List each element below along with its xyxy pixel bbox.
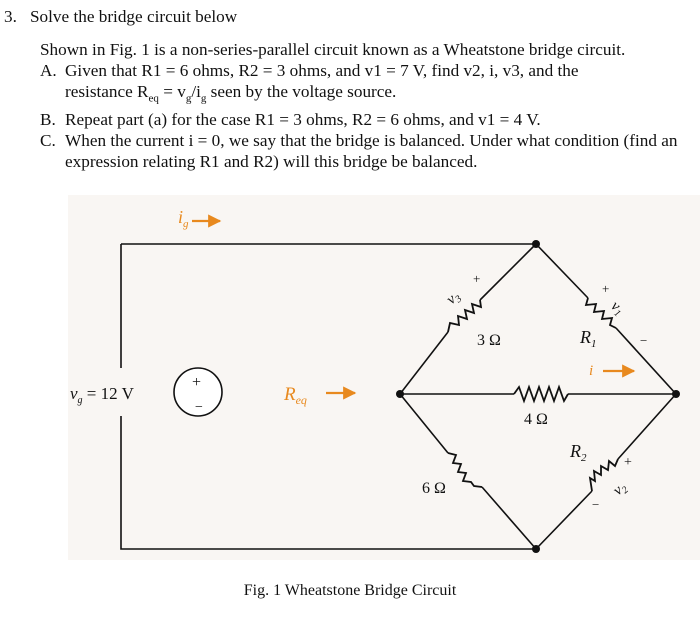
req-label: Req [283, 384, 307, 407]
part-a: A. Given that R1 = 6 ohms, R2 = 3 ohms, … [40, 60, 694, 109]
voltage-source [173, 367, 223, 417]
wire-br-a [617, 393, 677, 460]
v3-plus: + [473, 271, 480, 286]
part-a-sub-g: g [185, 92, 192, 105]
part-b-label: B. [40, 110, 56, 130]
resistors [447, 297, 619, 492]
wire-tr-a [535, 243, 589, 299]
r2-label: R2 [569, 441, 587, 464]
v2-minus: − [592, 497, 599, 512]
v1-plus: + [602, 281, 609, 296]
part-c-label: C. [40, 131, 56, 151]
v1-minus: − [640, 333, 647, 348]
part-c: C. When the current i = 0, we say that t… [40, 130, 694, 172]
part-a-sub-eq: eq [148, 92, 159, 105]
part-c-text: When the current i = 0, we say that the … [65, 131, 678, 172]
part-a-line2-mid2: /i [191, 82, 201, 101]
circuit-labels: ig vg = 12 V + − Req + v3 3 Ω + v1 − R1 … [70, 207, 647, 512]
figure-background [68, 195, 700, 560]
part-a-line2-prefix: resistance R [65, 82, 149, 101]
problem-statement: 3. Solve the bridge circuit below Shown i… [4, 6, 694, 172]
wheatstone-bridge-figure: ig vg = 12 V + − Req + v3 3 Ω + v1 − R1 … [68, 195, 700, 560]
resistor-6-ohm-label: 6 Ω [422, 480, 446, 497]
resistor-r1 [584, 297, 617, 329]
part-a-line2-mid: = v [158, 82, 186, 101]
part-b: B. Repeat part (a) for the case R1 = 3 o… [40, 109, 694, 130]
ig-label: ig [178, 207, 189, 230]
problem-number: 3. [4, 7, 17, 26]
problem-heading: 3. Solve the bridge circuit below [4, 6, 694, 27]
resistor-r2 [588, 458, 619, 492]
part-b-text: Repeat part (a) for the case R1 = 3 ohms… [65, 110, 541, 130]
problem-intro: Shown in Fig. 1 is a non-series-parallel… [40, 40, 626, 59]
node-left [396, 390, 404, 398]
wire-bl-a [399, 393, 449, 454]
wire-tl-b [399, 331, 449, 395]
r1-label: R1 [579, 327, 597, 350]
v2-plus: + [624, 455, 632, 470]
nodes [396, 240, 680, 553]
node-right [672, 390, 680, 398]
resistor-3-ohm-label: 3 Ω [477, 332, 501, 349]
wire-tr-b [615, 327, 677, 395]
part-a-line1: Given that R1 = 6 ohms, R2 = 3 ohms, and… [65, 61, 579, 80]
vg-label: vg = 12 V [70, 384, 135, 406]
current-arrows [192, 214, 636, 400]
wire-br-b [535, 490, 593, 550]
resistor-3-ohm [447, 299, 483, 333]
i-label: i [589, 363, 593, 379]
source-minus: − [195, 400, 203, 415]
bottom-wire [120, 416, 536, 550]
wire-tl-a [479, 243, 537, 301]
node-top [532, 240, 540, 248]
figure-caption: Fig. 1 Wheatstone Bridge Circuit [243, 582, 457, 599]
wires [120, 243, 677, 550]
part-a-line2-suffix: seen by the voltage source. [206, 82, 397, 101]
circuit-diagram: ig vg = 12 V + − Req + v3 3 Ω + v1 − R1 … [68, 195, 700, 560]
node-bottom [532, 545, 540, 553]
resistor-6-ohm [447, 452, 483, 488]
wire-bl-b [481, 486, 537, 550]
part-a-text: Given that R1 = 6 ohms, R2 = 3 ohms, and… [65, 60, 694, 109]
problem-title: Solve the bridge circuit below [30, 7, 238, 26]
resistor-4-ohm [513, 384, 569, 404]
part-a-sub-g2: g [200, 92, 207, 105]
source-plus: + [192, 374, 201, 391]
resistor-4-ohm-label: 4 Ω [524, 411, 548, 428]
part-a-label: A. [40, 61, 57, 80]
